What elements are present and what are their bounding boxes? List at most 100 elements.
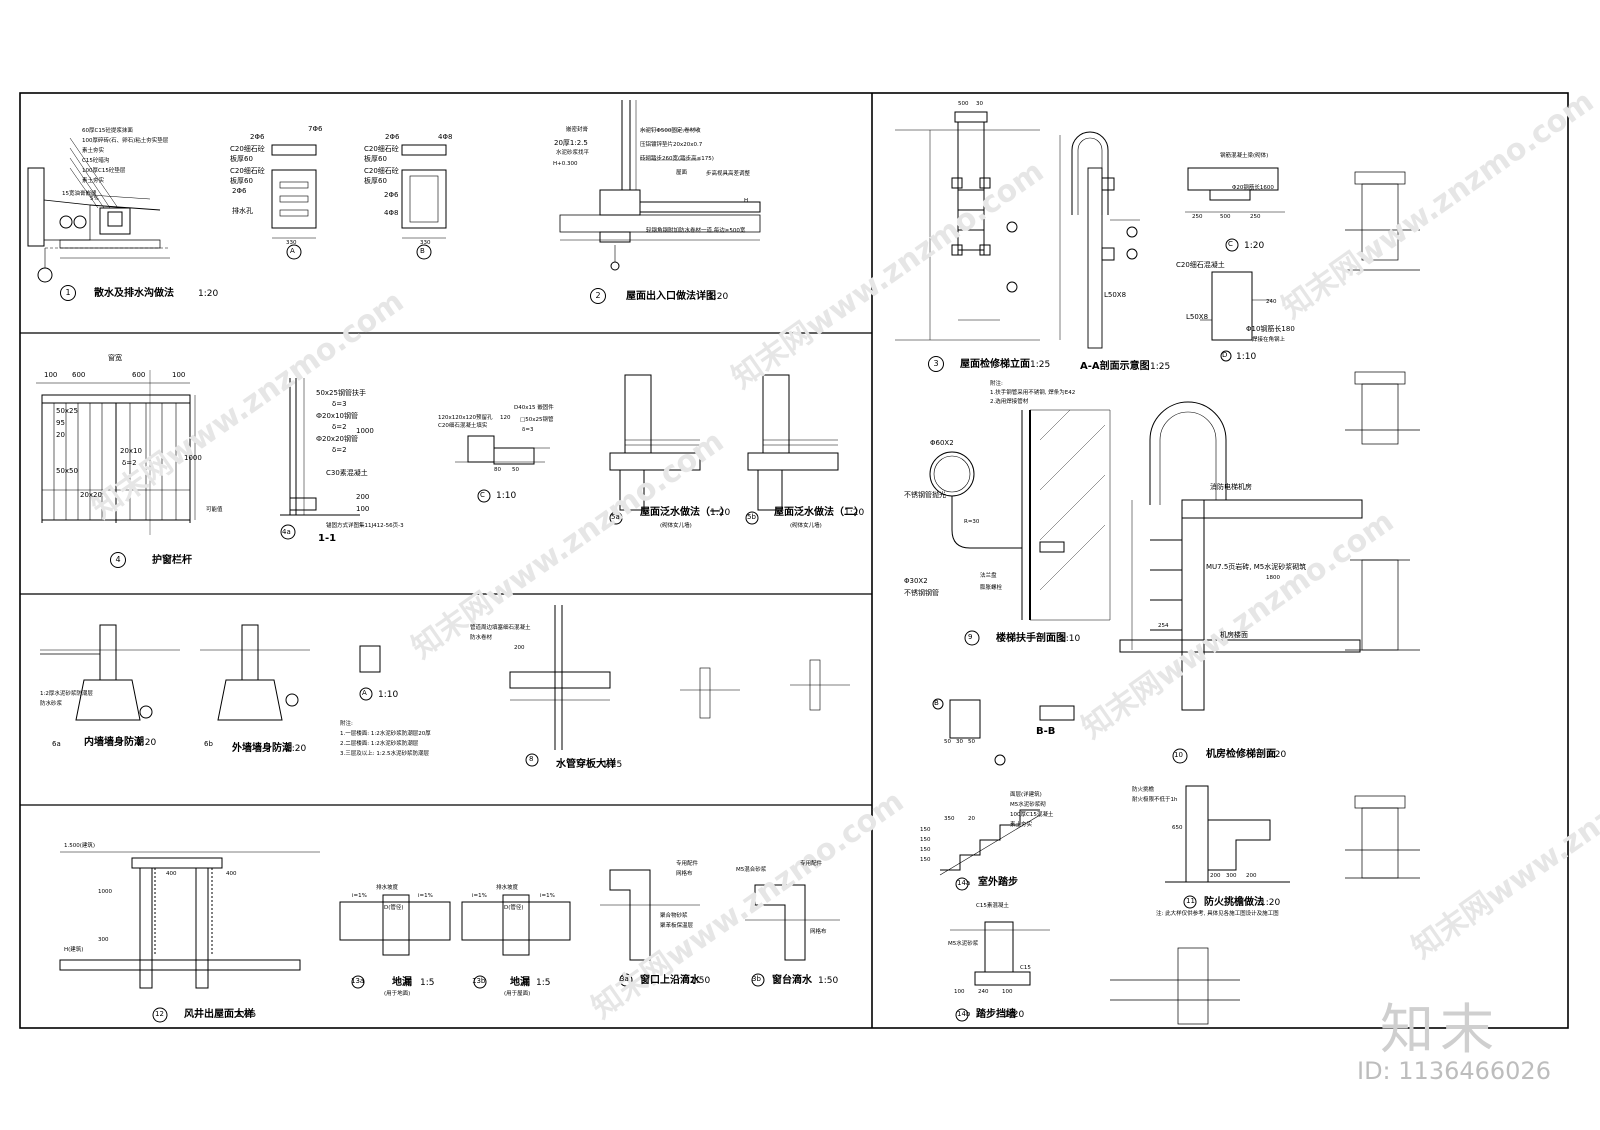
dim: 窗宽: [108, 354, 122, 362]
detail-number: 3: [928, 356, 944, 372]
detail-10-drawing: [1119, 401, 1363, 764]
detail-title: 水管穿板大样: [556, 759, 616, 770]
note: H(建筑): [64, 947, 84, 953]
dim: 1000: [356, 427, 374, 435]
dim: 1000: [98, 889, 112, 895]
detail-scale: 1:5: [536, 978, 551, 988]
detail-title: 地漏: [392, 977, 412, 988]
detail-scale: 1:20: [1260, 898, 1281, 908]
detail-title: 屋面检修梯立面: [960, 359, 1030, 370]
dim: 100: [1002, 989, 1013, 995]
dim: 50: [944, 739, 951, 745]
note: 附注:: [990, 381, 1003, 387]
dim: 600: [72, 371, 86, 379]
detail-scale: 1:20: [198, 289, 219, 299]
dim: 20: [968, 816, 975, 822]
detail-title: 踏步挡墙: [976, 1009, 1016, 1020]
detail-13b-drawing: [461, 894, 571, 989]
dim: 100: [172, 371, 186, 379]
detail-title: 窗口上沿滴水: [640, 975, 700, 986]
note: H: [744, 198, 749, 204]
detail-number: 8: [529, 755, 534, 763]
dim: 400: [226, 871, 237, 877]
dim: 20: [56, 431, 65, 439]
note: δ=2: [332, 423, 347, 431]
note: 100厚C15砼垫层: [82, 168, 126, 174]
note: 2Φ6: [384, 191, 399, 199]
note: 素土夯实: [82, 148, 105, 154]
dim: 200: [356, 493, 370, 501]
detail-number: 9: [968, 633, 973, 641]
detail-number: 12: [155, 1010, 164, 1018]
dim: 150: [920, 857, 931, 863]
note: 20x10: [120, 447, 142, 455]
brand-logo: 知末: [1380, 998, 1500, 1061]
detail-title: A-A剖面示意图: [1080, 361, 1150, 372]
note: 钢筋混凝土梁(砌体): [1220, 153, 1269, 159]
detail-12-drawing: [59, 851, 320, 1023]
dim: 95: [56, 419, 65, 427]
note: (用于屋面): [504, 991, 531, 997]
detail-3b-drawing: [745, 884, 840, 987]
note: 2Φ6: [250, 133, 265, 141]
note: Φ10钢筋长180: [1246, 325, 1295, 333]
detail-scale: 1:25: [1030, 360, 1051, 370]
note: C20细石砼: [364, 167, 399, 175]
note: 步高视具高差调整: [706, 171, 751, 177]
note: 板厚60: [230, 155, 253, 163]
note: L50X8: [1186, 313, 1209, 321]
note: 4Φ8: [384, 209, 399, 217]
dim: 120: [500, 415, 511, 421]
detail-2-drawing: [559, 100, 761, 271]
note: δ=3: [522, 427, 534, 433]
note: 防水砂浆: [40, 701, 63, 707]
note: 50x50: [56, 467, 78, 475]
dim: 330: [420, 240, 431, 246]
dim: 150: [920, 827, 931, 833]
note: 60厚C15砼提浆抹面: [82, 128, 133, 134]
note: (砌体女儿墙): [660, 523, 692, 529]
note: 1.500(建筑): [64, 843, 96, 849]
note: C20细石砼: [230, 145, 265, 153]
detail-scale: 1:50: [690, 976, 711, 986]
note: 消防电梯机房: [1210, 483, 1252, 491]
note: 100厚C15混凝土: [1010, 812, 1054, 818]
note: 压铝镀锌垫片20x20x0.7: [640, 142, 703, 148]
dim: 50: [968, 739, 975, 745]
dim: 50: [512, 467, 519, 473]
note: C20细石混凝土: [1176, 261, 1225, 269]
dim: 300: [1226, 873, 1237, 879]
detail-number: D: [1222, 351, 1228, 359]
detail-scale: 1:10: [1060, 634, 1081, 644]
detail-number: 10: [1174, 751, 1183, 759]
dim: 80: [494, 467, 501, 473]
note: 15宽油膏嵌缝: [62, 191, 97, 197]
note: Ф20x10钢管: [316, 412, 358, 420]
note: (砌体女儿墙): [790, 523, 822, 529]
detail-9-drawing: [929, 409, 1111, 646]
note: 7Φ6: [308, 125, 323, 133]
note: H+0.300: [553, 161, 578, 167]
detail-number: C: [1228, 240, 1233, 248]
note: i=1%: [472, 893, 487, 899]
note: 排水孔: [232, 207, 253, 215]
detail-3-drawing: [895, 111, 1040, 341]
detail-number: 13b: [472, 977, 486, 985]
dim: 254: [1158, 623, 1169, 629]
detail-11-drawing: [1165, 785, 1290, 909]
dim: 250: [1192, 214, 1203, 220]
detail-aa-drawing: [1059, 131, 1140, 349]
note: 耐火极限不低于1h: [1132, 797, 1178, 803]
detail-scale: 1:50: [818, 976, 839, 986]
note: 素土夯实: [82, 178, 105, 184]
note: 防水卷材: [470, 635, 493, 641]
detail-title: 外墙墙身防潮: [232, 743, 292, 754]
detail-number: 14b: [957, 1010, 971, 1018]
detail-number: 5a: [611, 513, 620, 521]
dim: 1000: [184, 454, 202, 462]
note: C20细石混凝土填实: [438, 423, 488, 429]
detail-c1-drawing: [1185, 167, 1285, 252]
detail-title: 室外踏步: [978, 877, 1018, 888]
note: 2Φ6: [232, 187, 247, 195]
bottom-right-section: [1110, 947, 1240, 1025]
